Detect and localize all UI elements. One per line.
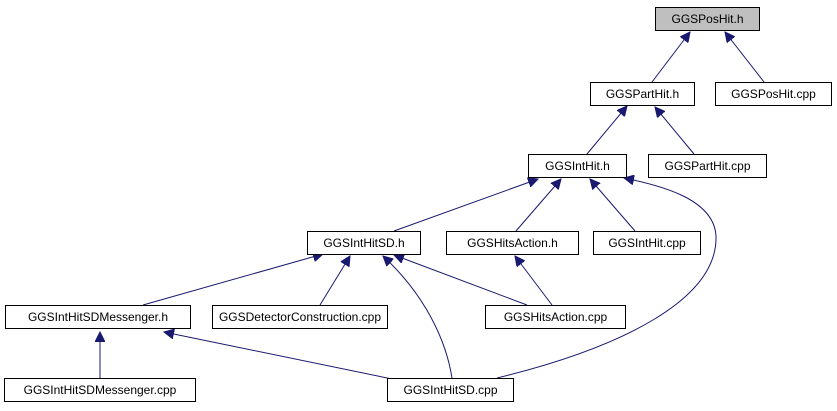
edge-ggsinthitsd-cpp-to-ggsinthitsd-h (383, 256, 453, 379)
node-ggsparthit-cpp-box (648, 154, 767, 178)
node-ggsinthit-h[interactable]: GGSIntHit.h (528, 154, 627, 178)
edge-layer (100, 32, 765, 381)
node-ggsposhit-cpp[interactable]: GGSPosHit.cpp (715, 82, 832, 106)
edge-ggshitsaction-cpp-to-ggshitsaction-h (515, 256, 553, 306)
node-ggsinthitsd-cpp-label: GGSIntHitSD.cpp (403, 383, 497, 397)
node-ggsinthitsdmessenger-cpp-box (4, 378, 196, 402)
node-ggsinthit-cpp[interactable]: GGSIntHit.cpp (593, 231, 701, 255)
node-ggsposhit-h[interactable]: GGSPosHit.h (655, 7, 760, 31)
edge-ggsinthitsdmessenger-h-to-ggsinthitsd-h (142, 254, 323, 306)
edge-ggshitsaction-h-to-ggsinthit-h (515, 179, 561, 232)
node-ggshitsaction-cpp-label: GGSHitsAction.cpp (504, 310, 608, 324)
edge-ggsinthit-h-to-ggsparthit-h (586, 106, 627, 155)
node-ggsparthit-cpp-label: GGSPartHit.cpp (664, 159, 750, 173)
node-ggsinthitsd-cpp-box (387, 378, 514, 402)
edge-ggsposhit-cpp-to-ggsposhit-h (725, 32, 765, 83)
node-ggsdetectorconstruction-cpp-box (212, 305, 388, 329)
edge-ggsinthit-cpp-to-ggsinthit-h (590, 179, 636, 232)
node-ggsinthitsdmessenger-h-box (5, 305, 191, 329)
node-ggsinthitsdmessenger-h[interactable]: GGSIntHitSDMessenger.h (5, 305, 191, 329)
edge-ggsinthitsd-cpp-to-ggsinthitsdmessenger-h (164, 332, 398, 381)
node-layer: GGSPosHit.h GGSPartHit.h GGSPosHit.cpp G… (4, 7, 832, 402)
edge-ggsparthit-h-to-ggsposhit-h (651, 32, 690, 83)
node-ggsinthit-cpp-box (593, 231, 701, 255)
node-ggshitsaction-cpp-box (485, 305, 626, 329)
node-ggsposhit-cpp-box (715, 82, 832, 106)
node-ggsposhit-h-box (655, 7, 760, 31)
node-ggsposhit-h-label: GGSPosHit.h (671, 12, 743, 26)
node-ggsposhit-cpp-label: GGSPosHit.cpp (731, 87, 816, 101)
node-ggsparthit-h-box (590, 82, 695, 106)
node-ggsparthit-h-label: GGSPartHit.h (606, 87, 679, 101)
node-ggsinthit-h-label: GGSIntHit.h (545, 159, 610, 173)
node-ggshitsaction-cpp[interactable]: GGSHitsAction.cpp (485, 305, 626, 329)
node-ggsinthitsd-h[interactable]: GGSIntHitSD.h (307, 231, 421, 255)
node-ggsinthit-cpp-label: GGSIntHit.cpp (608, 236, 686, 250)
node-ggsparthit-h[interactable]: GGSPartHit.h (590, 82, 695, 106)
node-ggsparthit-cpp[interactable]: GGSPartHit.cpp (648, 154, 767, 178)
edge-ggsinthitsd-h-to-ggsinthit-h (393, 179, 538, 232)
node-ggsinthitsd-h-box (307, 231, 421, 255)
edge-ggshitsaction-cpp-to-ggsinthitsd-h (394, 255, 528, 306)
node-ggshitsaction-h-box (446, 231, 579, 255)
node-ggsinthitsdmessenger-h-label: GGSIntHitSDMessenger.h (28, 310, 168, 324)
node-ggshitsaction-h[interactable]: GGSHitsAction.h (446, 231, 579, 255)
node-ggsdetectorconstruction-cpp[interactable]: GGSDetectorConstruction.cpp (212, 305, 388, 329)
node-ggsinthit-h-box (528, 154, 627, 178)
node-ggsinthitsd-h-label: GGSIntHitSD.h (323, 236, 404, 250)
node-ggshitsaction-h-label: GGSHitsAction.h (467, 236, 558, 250)
edge-ggsdetectorconstruction-cpp-to-ggsinthitsd-h (319, 256, 350, 306)
edge-ggsinthitsd-cpp-to-ggsinthit-h (496, 178, 717, 379)
node-ggsinthitsd-cpp[interactable]: GGSIntHitSD.cpp (387, 378, 514, 402)
node-ggsinthitsdmessenger-cpp-label: GGSIntHitSDMessenger.cpp (24, 383, 177, 397)
edge-ggsparthit-cpp-to-ggsparthit-h (655, 107, 695, 155)
node-ggsdetectorconstruction-cpp-label: GGSDetectorConstruction.cpp (219, 310, 381, 324)
node-ggsinthitsdmessenger-cpp[interactable]: GGSIntHitSDMessenger.cpp (4, 378, 196, 402)
